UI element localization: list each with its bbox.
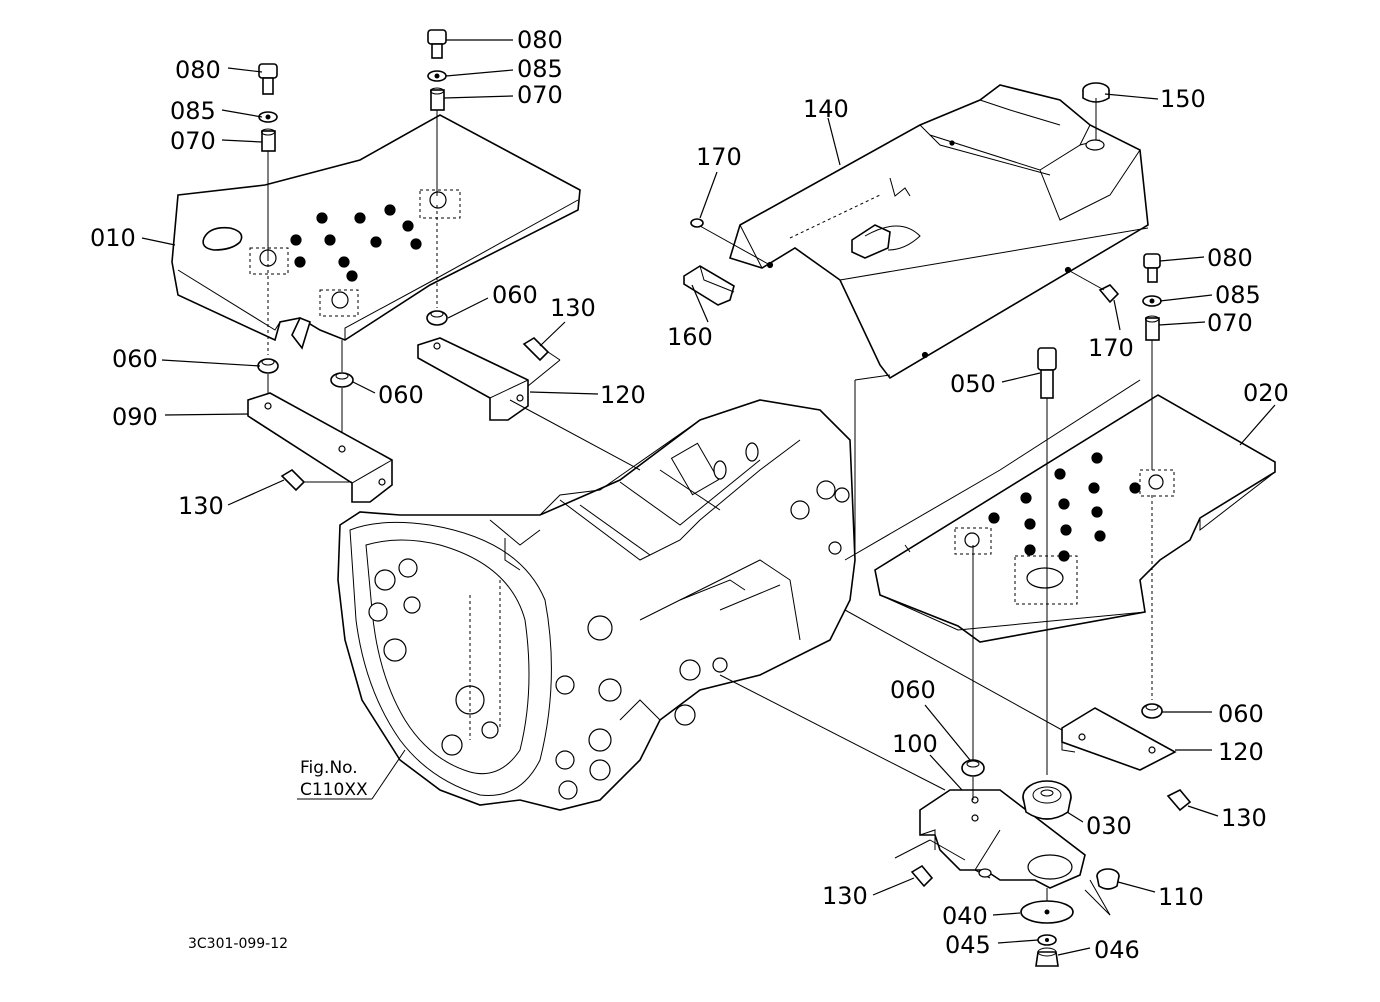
bolt-050 (1037, 347, 1057, 775)
callout-130-a: 130 (550, 294, 596, 322)
callout-130-b: 130 (178, 492, 224, 520)
transmission-housing (337, 399, 856, 811)
bolt-130-c (1166, 789, 1192, 812)
callout-100: 100 (892, 730, 938, 758)
plate-holes-left (290, 204, 422, 282)
callout-045: 045 (945, 931, 991, 959)
callout-130-c: 130 (1221, 804, 1267, 832)
bolt-130-b (280, 468, 352, 492)
bolt-stack-right (1141, 253, 1163, 719)
callout-080-b: 080 (517, 26, 563, 54)
callout-170-b: 170 (1088, 334, 1134, 362)
callout-070-b: 070 (517, 81, 563, 109)
bracket-120-left (417, 337, 529, 421)
callout-085-c: 085 (1215, 281, 1261, 309)
leader-lines (141, 39, 1276, 956)
isolator-060-right (961, 545, 985, 800)
floor-plate-right-020 (874, 394, 1276, 643)
callout-150: 150 (1160, 85, 1206, 113)
callout-060-e: 060 (1218, 700, 1264, 728)
callout-140: 140 (803, 95, 849, 123)
screw-170-a (690, 218, 771, 266)
drawing-code: 3C301-099-12 (188, 936, 288, 952)
callout-090: 090 (112, 403, 158, 431)
figure-reference: Fig.No. C110XX (297, 749, 406, 800)
callout-060-d: 060 (890, 676, 936, 704)
callout-130-d: 130 (822, 882, 868, 910)
callout-050: 050 (950, 370, 996, 398)
fig-no-label: Fig.No. (300, 758, 358, 778)
callout-080-c: 080 (1207, 244, 1253, 272)
callout-020: 020 (1243, 379, 1289, 407)
callout-060-b: 060 (112, 345, 158, 373)
callout-170-a: 170 (696, 143, 742, 171)
cover-140 (729, 84, 1149, 380)
nut-046 (1035, 947, 1059, 967)
cap-150 (1082, 82, 1110, 140)
callout-060-c: 060 (378, 381, 424, 409)
callout-labels: 080 085 070 080 085 070 010 060 130 060 … (90, 26, 1289, 964)
callout-120-b: 120 (1218, 738, 1264, 766)
callout-085-b: 085 (517, 55, 563, 83)
floor-plate-left-010 (171, 114, 581, 350)
callout-070-a: 070 (170, 127, 216, 155)
bracket-100 (919, 789, 1086, 889)
washer-045 (1037, 934, 1057, 946)
callout-040: 040 (942, 902, 988, 930)
isolator-left-c (330, 340, 354, 448)
plate-holes-right (988, 452, 1141, 562)
bolt-130-a (522, 336, 561, 387)
callout-110: 110 (1158, 883, 1204, 911)
screw-170-b (1067, 269, 1120, 304)
bolt-130-d (910, 864, 934, 888)
callout-046: 046 (1094, 936, 1140, 964)
assembly-lines (509, 374, 1141, 916)
mount-030 (1022, 780, 1072, 820)
callout-070-c: 070 (1207, 309, 1253, 337)
washer-040 (1020, 888, 1074, 924)
callout-085-a: 085 (170, 97, 216, 125)
callout-120-a: 120 (600, 381, 646, 409)
callout-060-a: 060 (492, 281, 538, 309)
bracket-090 (247, 392, 393, 503)
bracket-120-right (1061, 707, 1177, 771)
callout-030: 030 (1086, 812, 1132, 840)
pad-160 (683, 265, 735, 306)
fig-no-number: C110XX (300, 780, 368, 800)
cap-110 (1096, 868, 1120, 890)
callout-080-a: 080 (175, 56, 221, 84)
bolt-stack-left-a (257, 63, 279, 405)
bolt-stack-left-b (426, 29, 448, 326)
callout-010: 010 (90, 224, 136, 252)
callout-160: 160 (667, 323, 713, 351)
